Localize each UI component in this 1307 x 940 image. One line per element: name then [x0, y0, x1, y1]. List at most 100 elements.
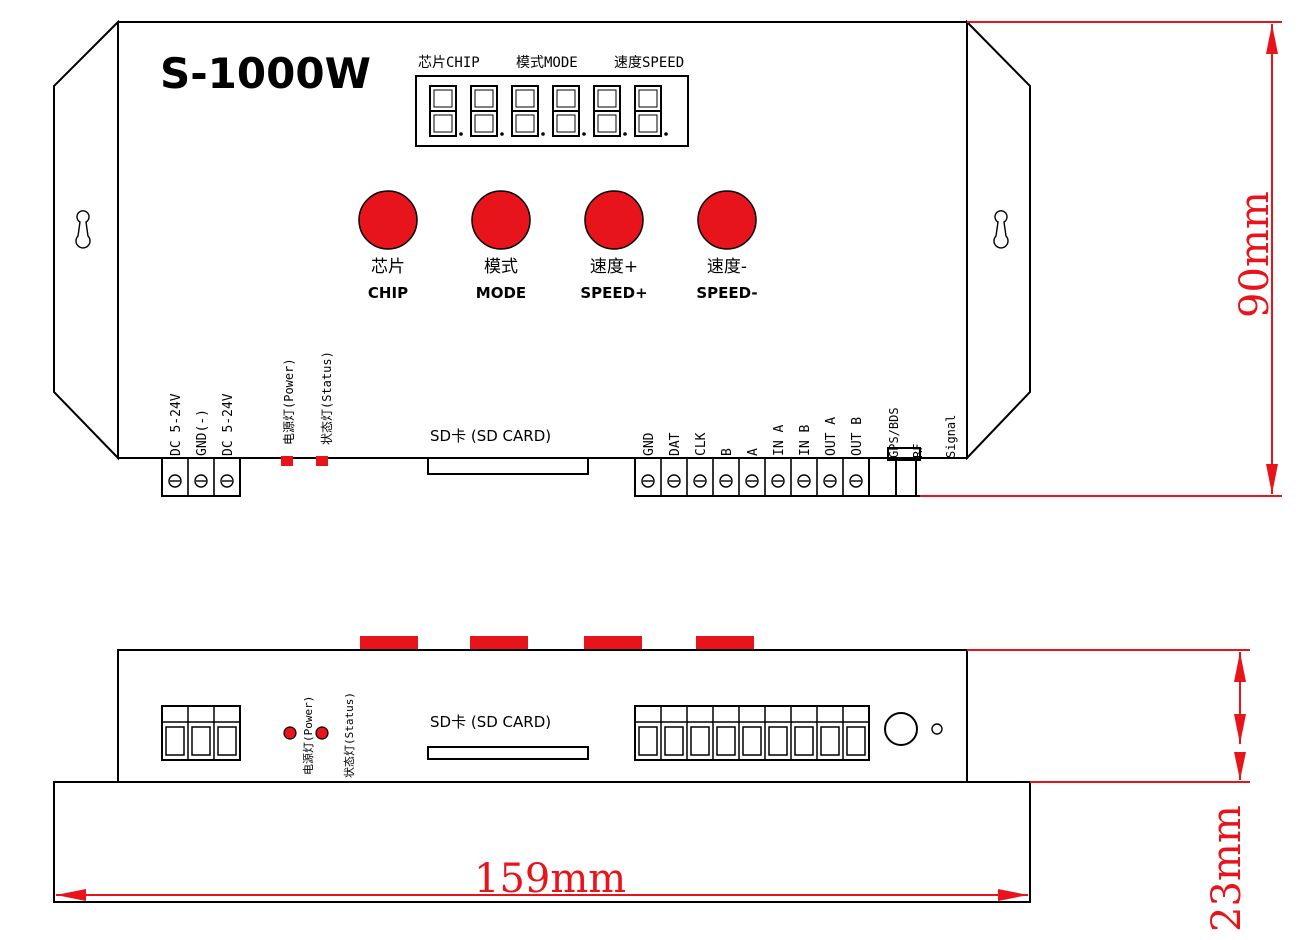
side-power-terminal: [161, 705, 241, 761]
digit-4: [552, 85, 586, 137]
side-view: 电源灯(Power) 状态灯(Status) SD卡 (SD CARD) 23m…: [53, 636, 1250, 932]
power-terminal-labels: DC 5-24V GND(-) DC 5-24V: [169, 393, 236, 456]
left-mounting-flange: [53, 19, 119, 461]
terminal-label: DC 5-24V: [221, 393, 236, 456]
dim-width-label: 159mm: [474, 856, 626, 902]
power-led-label: 电源灯(Power): [282, 358, 296, 445]
terminal-socket: [217, 726, 237, 756]
side-button-cap-speed-plus: [584, 636, 642, 650]
status-led-icon: [316, 456, 328, 466]
terminal-screw-icon: [849, 474, 863, 488]
gps-label: GPS/BDS: [887, 407, 901, 458]
terminal-label: OUT A: [824, 417, 839, 456]
terminal-socket: [794, 726, 814, 756]
terminal-label: DC 5-24V: [169, 393, 184, 456]
button-speed-minusplus[interactable]: [584, 190, 644, 250]
terminal-label: GND: [642, 432, 657, 456]
button-chip[interactable]: [358, 190, 418, 250]
side-power-led-icon: [283, 726, 297, 740]
button-label-cn: 速度+: [590, 257, 638, 277]
display-label-chip: 芯片CHIP: [418, 55, 480, 71]
terminal-socket: [165, 726, 185, 756]
terminal-screw-icon: [220, 474, 234, 488]
terminal-screw-icon: [693, 474, 707, 488]
dim-height-arrow-top: [1266, 24, 1278, 54]
model-title: S-1000W: [160, 49, 371, 98]
right-mounting-flange: [966, 19, 1031, 461]
digit-1: [429, 85, 463, 137]
left-keyhole-icon: [75, 210, 91, 249]
side-antenna-connector: [884, 712, 918, 746]
side-view-base-plate: [53, 781, 1031, 903]
terminal-socket: [742, 726, 762, 756]
rf-label: RF: [911, 444, 925, 458]
top-view: S-1000W 芯片CHIP 模式MODE 速度SPEED 芯片CHIP模式MO…: [53, 19, 1282, 497]
side-status-led-label: 状态灯(Status): [342, 692, 356, 778]
power-terminal-block: [161, 457, 241, 497]
button-speed-minus[interactable]: [697, 190, 757, 250]
terminal-label: DAT: [668, 432, 683, 456]
button-label-en: SPEED-: [696, 284, 757, 302]
terminal-screw-icon: [745, 474, 759, 488]
digit-5: [593, 85, 627, 137]
side-button-cap-mode: [470, 636, 528, 650]
terminal-screw-icon: [667, 474, 681, 488]
terminal-socket: [768, 726, 788, 756]
button-label-cn: 模式: [484, 257, 518, 277]
terminal-socket: [638, 726, 658, 756]
side-small-hole: [931, 723, 943, 735]
sd-card-slot: [427, 457, 589, 475]
terminal-label: B: [720, 448, 735, 456]
digit-2: [470, 85, 504, 137]
side-button-cap-speed-minus: [696, 636, 754, 650]
button-label-en: CHIP: [368, 284, 408, 302]
terminal-screw-icon: [797, 474, 811, 488]
signal-label: Signal: [944, 415, 958, 458]
terminal-label: A: [746, 448, 761, 456]
terminal-socket: [690, 726, 710, 756]
terminal-screw-icon: [194, 474, 208, 488]
dim-width-arrow-right: [998, 889, 1028, 901]
terminal-label: IN B: [798, 425, 813, 456]
button-label-cn: 速度-: [707, 257, 747, 277]
dim-depth-label: 23mm: [1204, 805, 1250, 932]
display-label-mode: 模式MODE: [516, 55, 578, 71]
digit-3: [511, 85, 545, 137]
right-keyhole-icon: [993, 210, 1009, 249]
terminal-screw-icon: [168, 474, 182, 488]
seven-segment-digits: [429, 85, 668, 137]
terminal-screw-icon: [641, 474, 655, 488]
sd-card-label: SD卡 (SD CARD): [430, 427, 551, 445]
antenna-connector: [887, 447, 921, 461]
side-signal-terminal: [634, 705, 870, 761]
dim-width-arrow-left: [56, 889, 86, 901]
dim-height-arrow-bottom: [1266, 464, 1278, 494]
terminal-label: GND(-): [195, 409, 210, 456]
button-mode[interactable]: [471, 190, 531, 250]
side-power-led-label: 电源灯(Power): [301, 696, 315, 775]
terminal-socket: [716, 726, 736, 756]
terminal-socket: [664, 726, 684, 756]
button-label-en: MODE: [476, 284, 526, 302]
terminal-label: IN A: [772, 425, 787, 456]
terminal-screw-icon: [719, 474, 733, 488]
button-label-en: SPEED+: [580, 284, 647, 302]
signal-terminal-block: [634, 457, 870, 497]
button-row: 芯片 CHIP 模式 MODE 速度+ SPEED+ 速度- SPEED-: [358, 190, 758, 302]
status-led-label: 状态灯(Status): [320, 351, 334, 445]
display-label-speed: 速度SPEED: [614, 55, 684, 71]
side-sd-card-slot: [427, 746, 589, 760]
button-label-cn: 芯片: [371, 257, 405, 277]
side-sd-card-label: SD卡 (SD CARD): [430, 713, 551, 731]
terminal-label: OUT B: [850, 417, 865, 456]
side-button-cap-chip: [360, 636, 418, 650]
terminal-socket: [820, 726, 840, 756]
dim-height-label: 90mm: [1232, 191, 1278, 318]
terminal-screw-icon: [771, 474, 785, 488]
side-status-led-icon: [315, 726, 329, 740]
power-led-icon: [281, 456, 293, 466]
terminal-socket: [846, 726, 866, 756]
terminal-screw-icon: [823, 474, 837, 488]
